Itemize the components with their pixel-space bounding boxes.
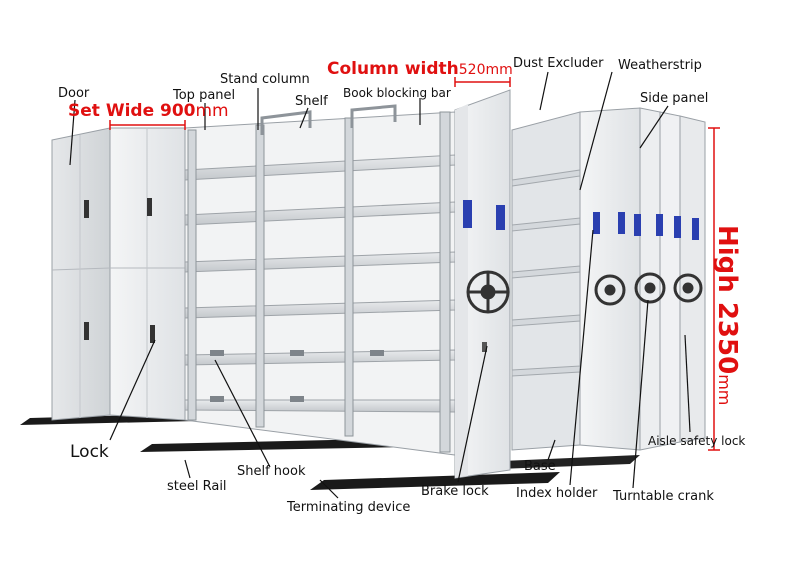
label-terminating-device: Terminating device	[287, 501, 410, 514]
label-column-width: Column width520mm	[327, 61, 513, 78]
label-turntable-crank: Turntable crank	[613, 490, 714, 503]
door-lock-handle-3	[84, 322, 89, 340]
label-aisle-safety-lock: Aisle safety lock	[648, 435, 745, 447]
label-set-wide: Set Wide 900mm	[68, 103, 229, 120]
turntable-crank-front	[468, 272, 508, 312]
label-shelf-hook: Shelf hook	[237, 465, 306, 478]
label-lock: Lock	[70, 444, 109, 461]
rear-mobile-units	[512, 108, 705, 450]
index-holder-front	[463, 200, 472, 228]
door-lock-handle-2	[147, 198, 152, 216]
label-high-unit: mm	[715, 374, 734, 405]
door-cabinet	[52, 128, 185, 420]
label-dust-excluder: Dust Excluder	[513, 57, 604, 70]
label-door: Door	[58, 87, 89, 100]
label-base: Base	[524, 460, 556, 473]
front-mobile-unit	[455, 90, 510, 478]
label-high-value: High 2350	[712, 225, 742, 374]
label-top-panel: Top panel	[173, 89, 235, 102]
label-set-wide-value: Set Wide 900	[68, 101, 196, 121]
label-high: High 2350mm	[714, 225, 740, 405]
door-lock-handle-1	[84, 200, 89, 218]
label-brake-lock: Brake lock	[421, 485, 489, 498]
label-shelf: Shelf	[295, 95, 328, 108]
label-column-width-text: Column width	[327, 59, 459, 79]
label-weatherstrip: Weatherstrip	[618, 59, 702, 72]
open-shelving	[185, 106, 455, 455]
label-steel-rail: steel Rail	[167, 480, 227, 493]
label-side-panel: Side panel	[640, 92, 708, 105]
label-set-wide-unit: mm	[196, 101, 229, 121]
label-stand-column: Stand column	[220, 73, 310, 86]
label-index-holder: Index holder	[516, 487, 597, 500]
label-column-width-value: 520mm	[459, 62, 513, 78]
label-book-blocking-bar: Book blocking bar	[343, 87, 451, 99]
